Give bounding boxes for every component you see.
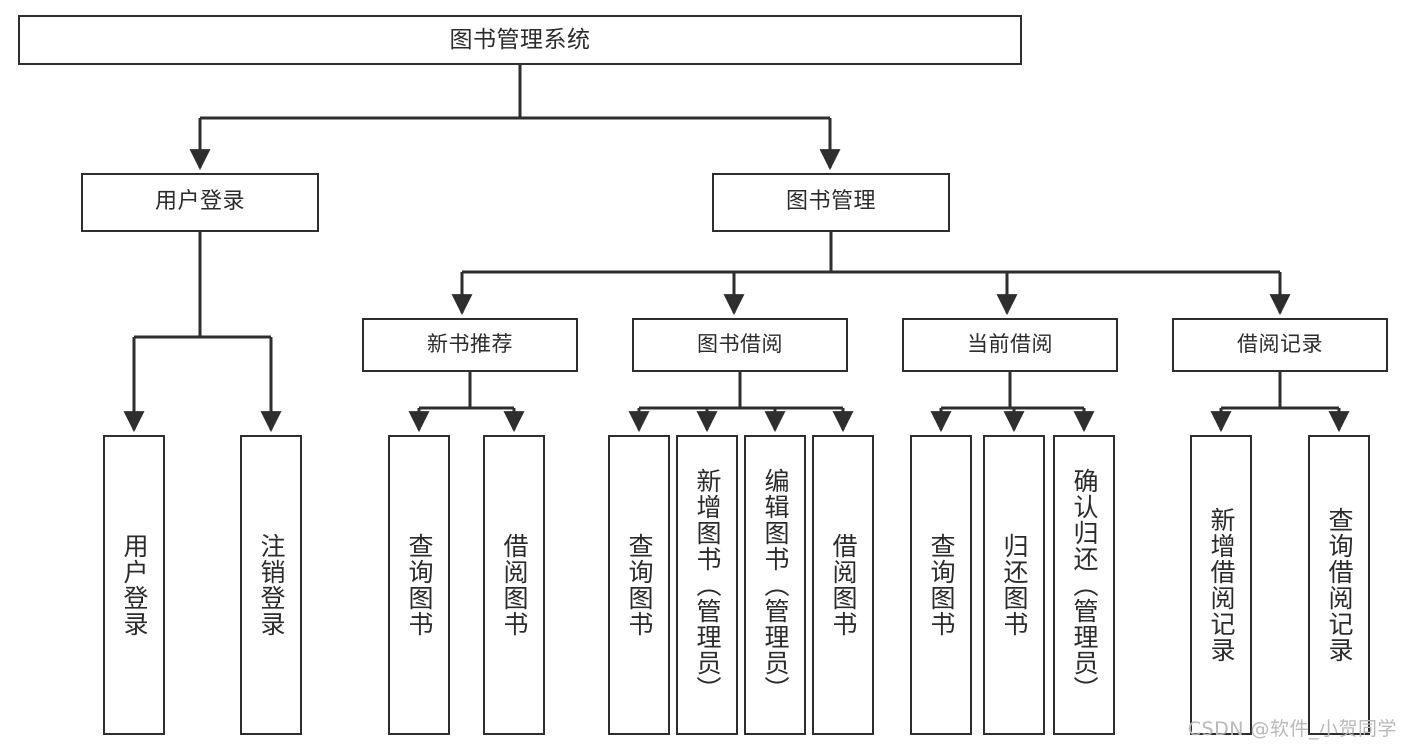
- node-leaf-query-book-2-label: 查询图书: [625, 533, 654, 637]
- node-root[interactable]: 图书管理系统: [18, 15, 1022, 65]
- node-book-manage[interactable]: 图书管理: [712, 173, 950, 232]
- csdn-watermark: CSDN @软件_小贺同学: [1187, 718, 1397, 740]
- node-leaf-return-book-label: 归还图书: [1000, 533, 1029, 637]
- node-leaf-add-book[interactable]: 新增图书（管理员）: [676, 435, 738, 735]
- node-leaf-edit-book-label: 编辑图书（管理员）: [761, 468, 790, 702]
- node-leaf-user-login[interactable]: 用户登录: [103, 435, 165, 735]
- node-leaf-borrow-book-2[interactable]: 借阅图书: [812, 435, 874, 735]
- node-leaf-confirm-return[interactable]: 确认归还（管理员）: [1053, 435, 1115, 735]
- node-leaf-edit-book[interactable]: 编辑图书（管理员）: [744, 435, 806, 735]
- node-leaf-query-book-1-label: 查询图书: [405, 533, 434, 637]
- node-leaf-add-book-label: 新增图书（管理员）: [693, 468, 722, 702]
- node-current-borrow-label: 当前借阅: [967, 332, 1053, 357]
- node-book-borrow[interactable]: 图书借阅: [632, 318, 848, 372]
- node-leaf-query-book-2[interactable]: 查询图书: [608, 435, 670, 735]
- node-leaf-user-login-label: 用户登录: [120, 533, 149, 637]
- node-leaf-return-book[interactable]: 归还图书: [983, 435, 1045, 735]
- node-current-borrow[interactable]: 当前借阅: [902, 318, 1118, 372]
- node-leaf-add-record[interactable]: 新增借阅记录: [1190, 435, 1252, 735]
- node-leaf-logout[interactable]: 注销登录: [240, 435, 302, 735]
- node-leaf-borrow-book-2-label: 借阅图书: [829, 533, 858, 637]
- node-leaf-query-record-label: 查询借阅记录: [1325, 507, 1354, 663]
- node-leaf-logout-label: 注销登录: [257, 533, 286, 637]
- node-root-label: 图书管理系统: [449, 26, 591, 53]
- node-leaf-confirm-return-label: 确认归还（管理员）: [1070, 468, 1099, 702]
- node-book-manage-label: 图书管理: [785, 189, 876, 215]
- node-new-book-recommend[interactable]: 新书推荐: [362, 318, 578, 372]
- node-user-login[interactable]: 用户登录: [81, 173, 319, 232]
- node-new-book-recommend-label: 新书推荐: [427, 332, 513, 357]
- node-leaf-query-book-3-label: 查询图书: [927, 533, 956, 637]
- node-book-borrow-label: 图书借阅: [697, 332, 783, 357]
- node-leaf-add-record-label: 新增借阅记录: [1207, 507, 1236, 663]
- node-borrow-record-label: 借阅记录: [1237, 332, 1323, 357]
- node-leaf-borrow-book-1[interactable]: 借阅图书: [483, 435, 545, 735]
- node-leaf-query-record[interactable]: 查询借阅记录: [1308, 435, 1370, 735]
- node-leaf-query-book-1[interactable]: 查询图书: [388, 435, 450, 735]
- node-user-login-label: 用户登录: [154, 189, 245, 215]
- node-leaf-borrow-book-1-label: 借阅图书: [500, 533, 529, 637]
- node-borrow-record[interactable]: 借阅记录: [1172, 318, 1388, 372]
- node-leaf-query-book-3[interactable]: 查询图书: [910, 435, 972, 735]
